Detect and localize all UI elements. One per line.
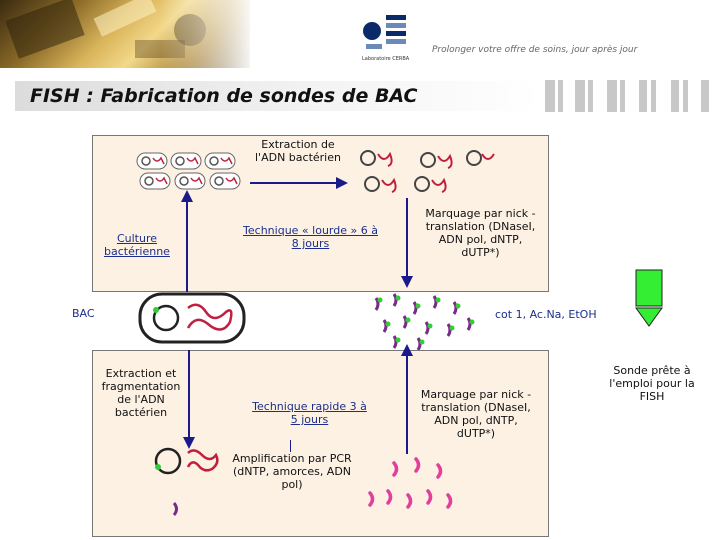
title-decoration <box>545 80 709 112</box>
banner-photo <box>0 0 250 68</box>
title-bar <box>15 81 715 111</box>
lab-logo: Laboratoire CERBA <box>362 12 410 70</box>
arrow-head-icon <box>401 344 413 356</box>
arrow-head-icon <box>336 177 348 189</box>
probe-ready-label: Sonde prête à l'emploi pour la FISH <box>609 364 695 403</box>
arrow-culture-up <box>186 200 188 292</box>
logo-text: Laboratoire CERBA <box>362 56 410 62</box>
arrow-to-probes <box>406 198 408 278</box>
bac-label: BAC <box>72 307 95 320</box>
nick-translation-top: Marquage par nick -translation (DNaseI, … <box>425 207 536 259</box>
cot-label: cot 1, Ac.Na, EtOH <box>495 308 597 321</box>
extraction-label: Extraction de l'ADN bactérien <box>255 138 341 164</box>
arrow-frag-down <box>188 350 190 438</box>
pcr-products-icon <box>368 457 453 509</box>
rapid-technique-label: Technique rapide 3 à 5 jours <box>252 400 367 426</box>
culture-label: Culture bactérienne <box>104 232 170 258</box>
top-panel-heavy <box>92 135 549 292</box>
slogan: Prolonger votre offre de soins, jour apr… <box>432 45 638 55</box>
bacterium-icon <box>138 292 246 344</box>
extraction-frag-label: Extraction et fragmentation de l'ADN bac… <box>101 367 181 419</box>
amplification-label: Amplification par PCR (dNTP, amorces, AD… <box>232 452 352 491</box>
heavy-technique-label: Technique « lourde » 6 à 8 jours <box>243 224 378 250</box>
arrow-extraction <box>250 182 336 184</box>
page-title: FISH : Fabrication de sondes de BAC <box>30 85 418 107</box>
bottom-panel-rapid <box>92 350 549 537</box>
arrow-head-icon <box>183 437 195 449</box>
extracted-dna-icon <box>360 150 495 193</box>
bacteria-cluster-icon <box>136 152 241 190</box>
probe-tube-icon <box>635 269 663 327</box>
arrow-head-icon <box>181 190 193 202</box>
arrow-nick-up <box>406 354 408 454</box>
dna-fragment-icon <box>154 447 219 516</box>
labeled-probes-icon <box>374 293 475 351</box>
nick-translation-bottom: Marquage par nick -translation (DNaseI, … <box>420 388 532 440</box>
arrow-head-icon <box>401 276 413 288</box>
